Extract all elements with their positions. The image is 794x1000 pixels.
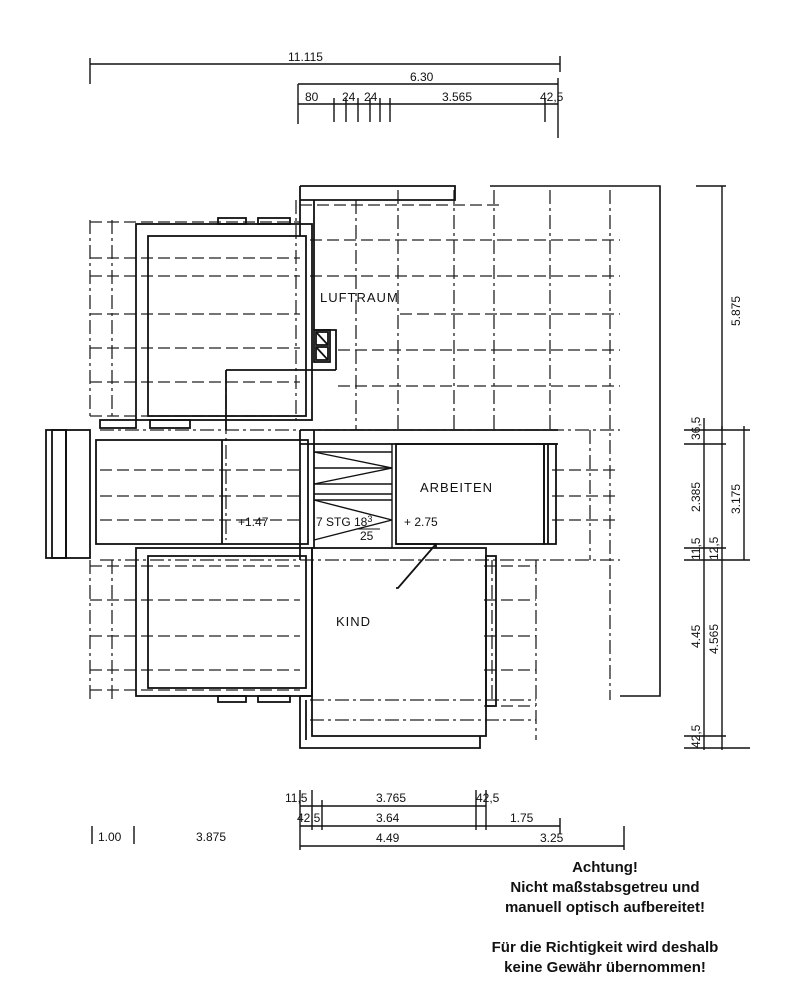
disclaimer-note: Achtung! Nicht maßstabsgetreu und manuel…	[440, 858, 770, 978]
dim-right-4565: 4.565	[707, 624, 721, 654]
stairs-fraction: 25	[360, 529, 374, 543]
dim-top-80: 80	[305, 90, 319, 104]
stairs-label: 7 STG 183	[316, 514, 372, 529]
dim-bottom-449: 4.49	[376, 831, 400, 845]
room-label-arbeiten: ARBEITEN	[420, 480, 493, 495]
dim-right-445: 4.45	[689, 624, 703, 648]
dim-bottom-364: 3.64	[376, 811, 400, 825]
top-dimension-lines	[89, 56, 561, 138]
room-label-luftraum: LUFTRAUM	[320, 290, 399, 305]
note-line-2: Nicht maßstabsgetreu und	[510, 879, 700, 896]
dim-bottom-325: 3.25	[540, 831, 564, 845]
dim-top-425: 42,5	[540, 90, 564, 104]
level-left: +1.47	[238, 515, 269, 529]
dim-top-total: 11.115	[288, 50, 323, 64]
dim-top-24a: 24	[342, 90, 356, 104]
note-line-1: Achtung!	[572, 859, 638, 876]
dim-bottom-3765: 3.765	[376, 791, 406, 805]
right-dimension-lines	[684, 185, 750, 750]
stairs-superscript: 3	[367, 514, 372, 524]
walls	[45, 185, 558, 749]
room-label-kind: KIND	[336, 614, 371, 629]
bottom-dimension-lines	[91, 790, 625, 850]
dim-right-365: 36,5	[689, 416, 703, 440]
dim-top-630: 6.30	[410, 70, 434, 84]
dim-bottom-3875: 3.875	[196, 830, 226, 844]
dim-right-3175: 3.175	[729, 484, 743, 514]
dim-bottom-115: 11,5	[285, 791, 308, 805]
dim-top-24b: 24	[364, 90, 378, 104]
note-line-4: Für die Richtigkeit wird deshalb	[491, 939, 719, 956]
note-line-3: manuell optisch aufbereitet!	[504, 899, 706, 916]
dim-right-425-bottom: 42,5	[689, 724, 703, 748]
dim-right-125: 12,5	[707, 536, 721, 560]
stairs	[313, 444, 393, 548]
dim-right-2385: 2.385	[689, 482, 703, 512]
note-line-5: keine Gewähr übernommen!	[504, 959, 706, 976]
dim-bottom-100: 1.00	[98, 830, 122, 844]
roof-lines	[89, 190, 620, 740]
roof-outline	[490, 185, 661, 697]
dim-right-115: 11,5	[689, 537, 703, 560]
dim-bottom-175: 1.75	[510, 811, 534, 825]
dim-bottom-425-right: 42,5	[476, 791, 500, 805]
dim-bottom-425-left: 42,5	[297, 811, 321, 825]
dim-top-3565: 3.565	[442, 90, 472, 104]
dim-right-5875: 5.875	[729, 296, 743, 326]
level-right: + 2.75	[404, 515, 438, 529]
